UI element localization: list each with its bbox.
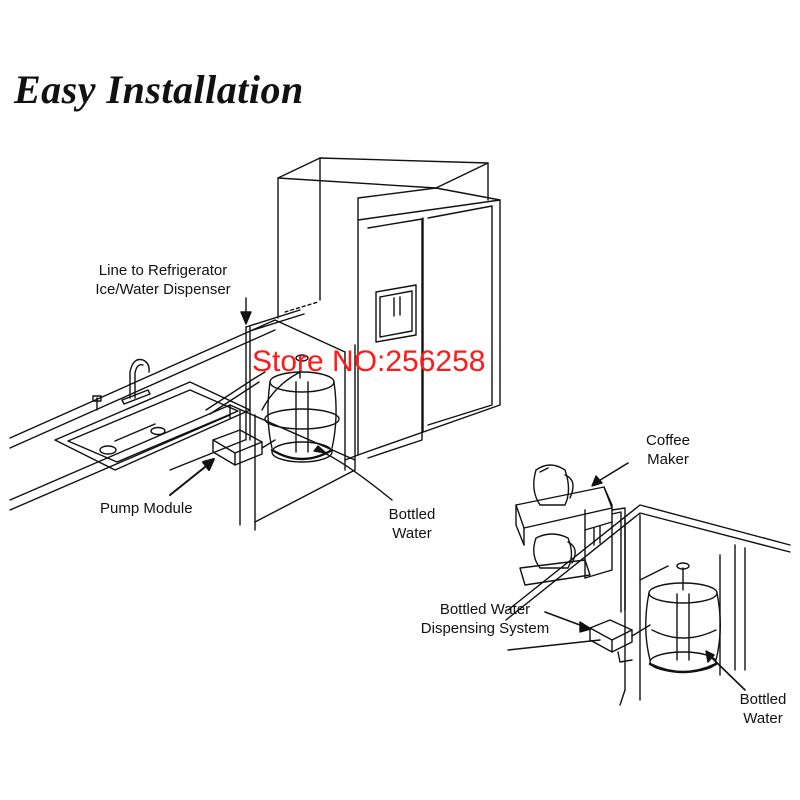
refrigerator [278,158,500,460]
page-title: Easy Installation [14,67,304,112]
label-bottled-water-left-line2: Water [392,525,432,542]
bottled-water-left [262,355,339,462]
pointer-arrows-right [545,463,745,690]
label-bottled-water-left: Bottled Water [374,505,450,543]
label-coffee-maker-line2: Maker [647,451,689,468]
coffee-maker [516,465,612,585]
label-dispensing-system-line1: Bottled Water [439,601,531,618]
label-pump-module: Pump Module [100,500,193,517]
label-bottled-water-right: Bottled Water [727,690,799,728]
bottled-water-right [646,563,721,672]
sink-faucet [93,360,150,411]
label-dispensing-system: Bottled Water Dispensing System [410,600,560,638]
label-bottled-water-right-line1: Bottled [739,691,787,708]
label-bottled-water-right-line2: Water [743,710,783,727]
label-line-to-refrigerator: Line to Refrigerator Ice/Water Dispenser [78,261,248,299]
water-line-to-refrigerator [206,302,318,440]
pointer-arrows-left [170,298,392,500]
water-line-coffee [612,508,668,612]
label-line-to-refrigerator-line1: Line to Refrigerator [98,262,228,279]
label-bottled-water-left-line1: Bottled [388,506,436,523]
dispensing-system-pump [590,620,650,662]
label-coffee-maker: Coffee Maker [636,431,700,469]
kitchen-counter [10,320,355,530]
store-watermark: Store NO:256258 [252,345,486,378]
label-dispensing-system-line2: Dispensing System [420,620,550,637]
label-line-to-refrigerator-line2: Ice/Water Dispenser [95,281,231,298]
pump-module-left [213,430,275,465]
label-coffee-maker-line1: Coffee [646,432,690,449]
